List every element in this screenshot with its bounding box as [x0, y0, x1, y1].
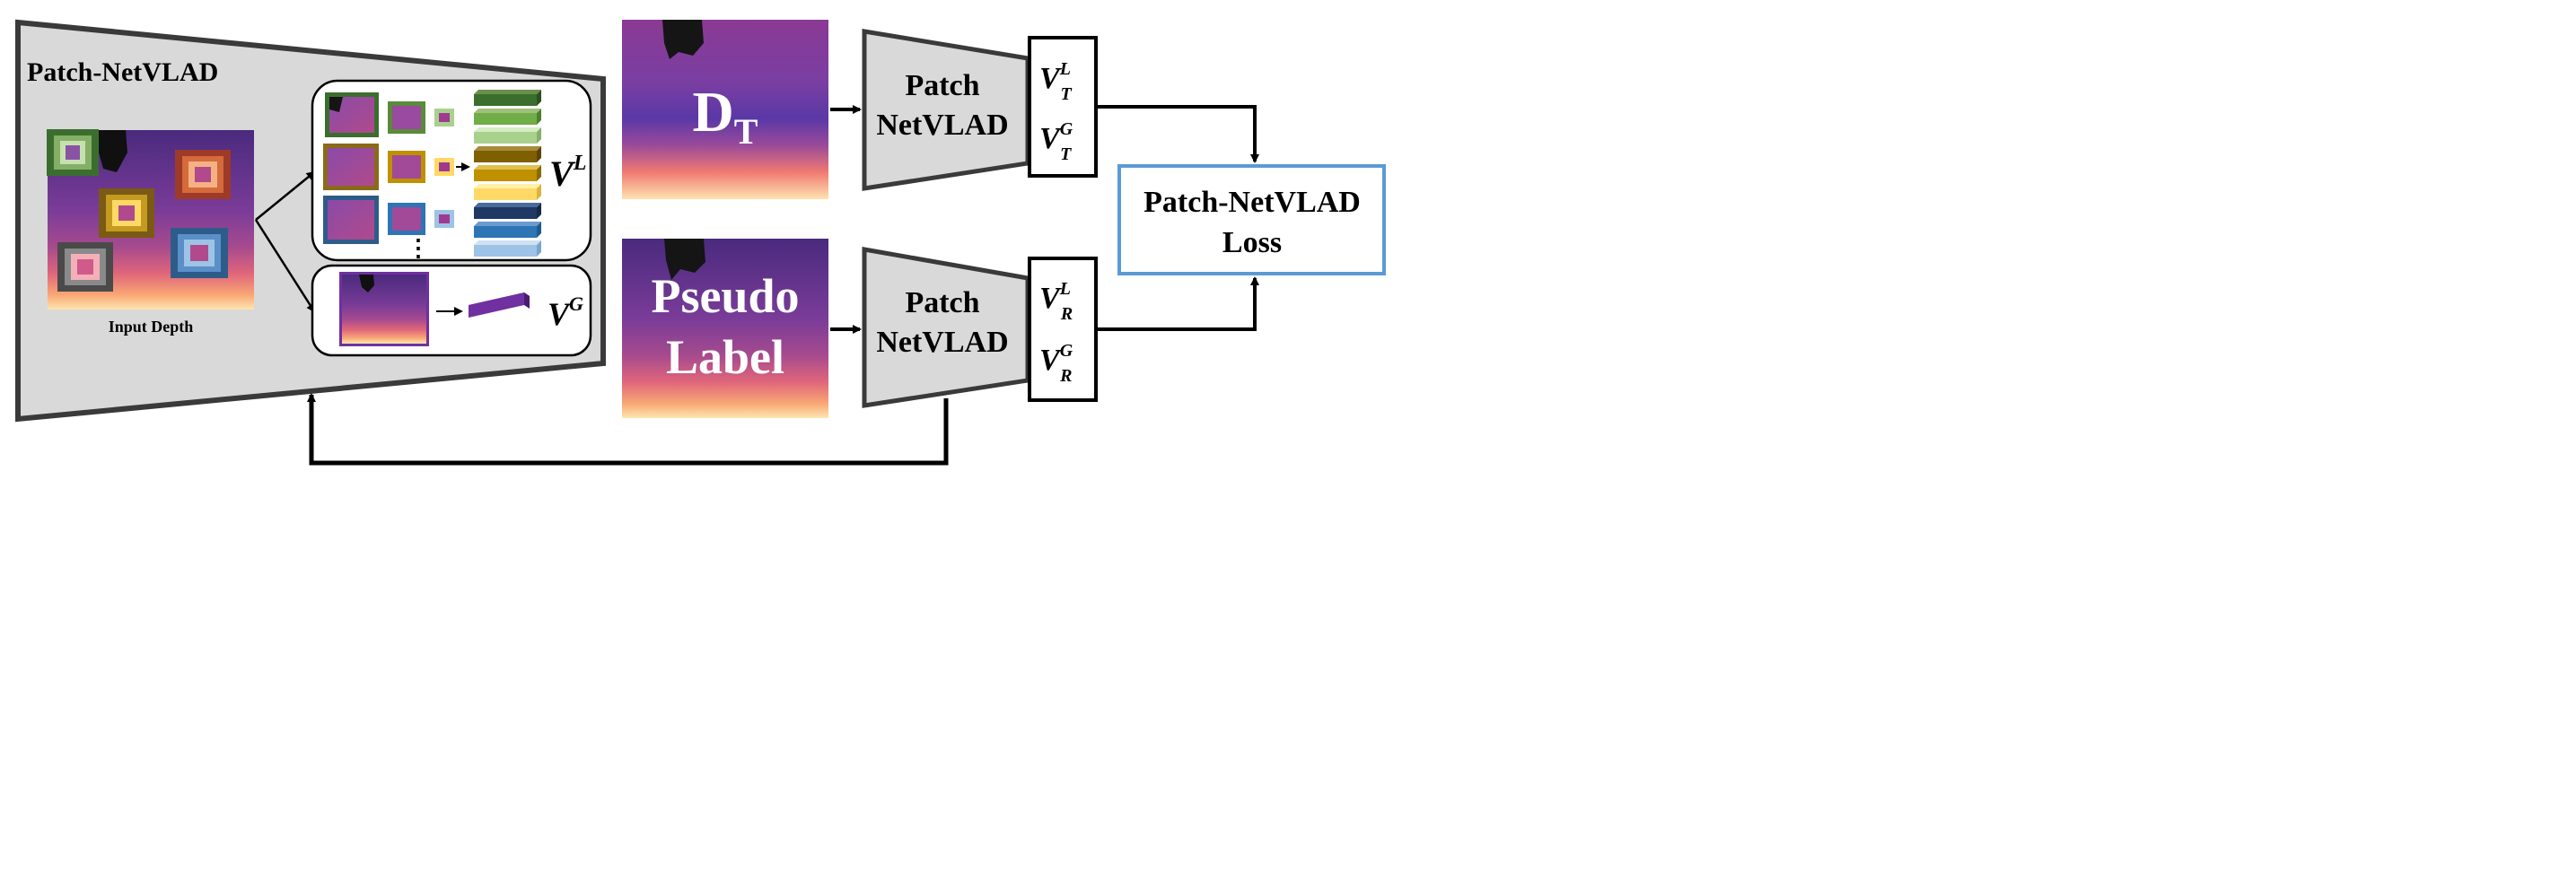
dt-label: DT [693, 80, 758, 152]
descriptor-bar-icon [474, 222, 541, 238]
patch-square-icon [99, 188, 154, 238]
patch-square-icon [388, 203, 425, 235]
arrow-icon [307, 393, 949, 466]
descriptor-bar-icon [474, 184, 541, 200]
patch-square-icon [323, 144, 379, 190]
pseudo-label-line1: Pseudo [651, 269, 799, 323]
patch-square-icon [57, 242, 113, 292]
patch-square-icon [388, 151, 425, 183]
patch-square-icon [171, 228, 228, 278]
descriptor-bar-icon [474, 240, 541, 257]
global-descriptor-label: VG [548, 292, 583, 332]
patch-square-icon [434, 210, 454, 228]
descriptor-box-bottom [1028, 257, 1098, 402]
patch-square-icon [325, 92, 379, 137]
descriptor-bar-icon [474, 146, 541, 162]
patch-square-icon [388, 101, 425, 134]
vertical-dots: ⋮ [407, 235, 430, 261]
arrow-icon [1098, 276, 1259, 331]
local-descriptor-label: VL [549, 152, 586, 194]
pseudo-label-line2: Label [666, 330, 784, 384]
descriptor-bar-icon [474, 109, 541, 125]
dt-depth-image [622, 20, 828, 199]
patch-netvlad-diagram: Patch-NetVLAD [15, 19, 1386, 466]
pseudo-label-image [622, 239, 828, 418]
loss-box [1117, 164, 1386, 275]
descriptor-box-top [1028, 36, 1098, 178]
input-depth-caption: Input Depth [109, 318, 194, 336]
loss-line1: Patch-NetVLAD [1143, 186, 1361, 219]
encoder-top-line1: Patch [905, 69, 979, 102]
patch-square-icon [47, 129, 99, 176]
input-depth-image [47, 129, 254, 310]
encoder-top-line2: NetVLAD [876, 109, 1008, 142]
descriptor-bar-icon [469, 292, 530, 318]
arrow-icon [1098, 105, 1259, 163]
encoder-bottom-line1: Patch [905, 286, 979, 319]
descriptor-bar-icon [474, 203, 541, 219]
descriptor-bar-icon [474, 90, 541, 106]
patch-square-icon [323, 196, 379, 244]
loss-line2: Loss [1222, 226, 1282, 259]
descriptor-bar-icon [474, 165, 541, 181]
patch-square-icon [434, 158, 454, 176]
descriptor-bar-icon [474, 127, 541, 144]
encoder-bottom-line2: NetVLAD [876, 326, 1008, 359]
panel-title: Patch-NetVLAD [27, 57, 218, 87]
patch-square-icon [175, 150, 231, 199]
arrow-icon [255, 170, 316, 221]
global-depth-thumbnail [339, 272, 429, 346]
arrow-icon [254, 219, 316, 313]
patch-square-icon [434, 109, 454, 127]
